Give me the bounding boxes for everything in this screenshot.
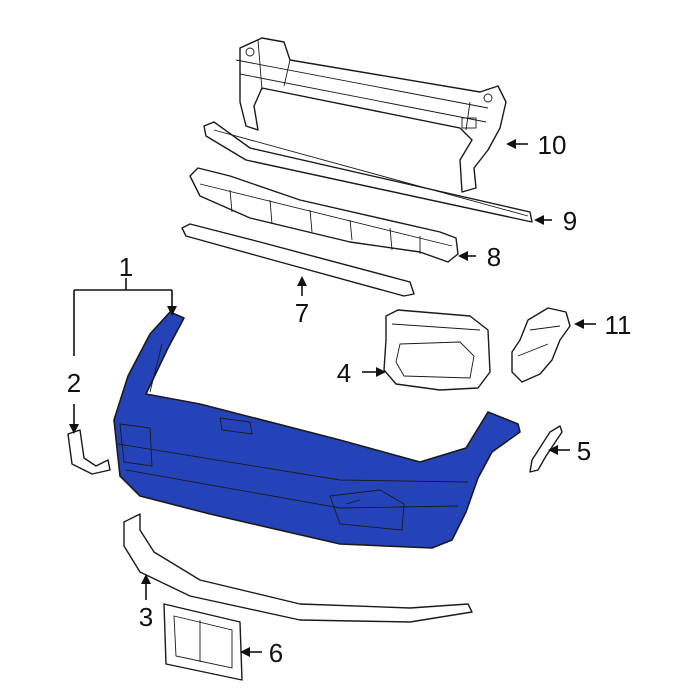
part-7-lower-strip[interactable] — [181, 223, 415, 297]
callout-9: 9 — [563, 206, 577, 236]
leader-lines — [69, 139, 596, 657]
callout-10: 10 — [538, 130, 567, 160]
part-4-fog-bracket[interactable] — [383, 309, 491, 391]
callout-4: 4 — [337, 358, 351, 388]
part-1-bumper-cover[interactable] — [113, 311, 521, 549]
part-9-upper-strip[interactable] — [203, 121, 533, 223]
callout-1: 1 — [119, 252, 133, 282]
part-5-trim-strip[interactable] — [529, 425, 563, 473]
part-10-reinforcement-bar[interactable] — [235, 37, 507, 193]
callout-3: 3 — [139, 602, 153, 632]
callout-11: 11 — [605, 310, 632, 340]
callout-5: 5 — [577, 436, 591, 466]
part-2-bracket[interactable] — [67, 429, 111, 475]
part-11-side-bracket[interactable] — [511, 307, 571, 383]
callout-2: 2 — [67, 368, 81, 398]
callout-8: 8 — [487, 242, 501, 272]
callout-7: 7 — [295, 298, 309, 328]
part-8-energy-absorber[interactable] — [189, 167, 459, 263]
part-3-lower-spoiler[interactable] — [123, 513, 473, 623]
part-6-license-bracket[interactable] — [163, 603, 243, 681]
callout-labels: 1 2 3 4 5 6 7 8 9 10 11 — [67, 130, 632, 668]
callout-6: 6 — [269, 638, 283, 668]
